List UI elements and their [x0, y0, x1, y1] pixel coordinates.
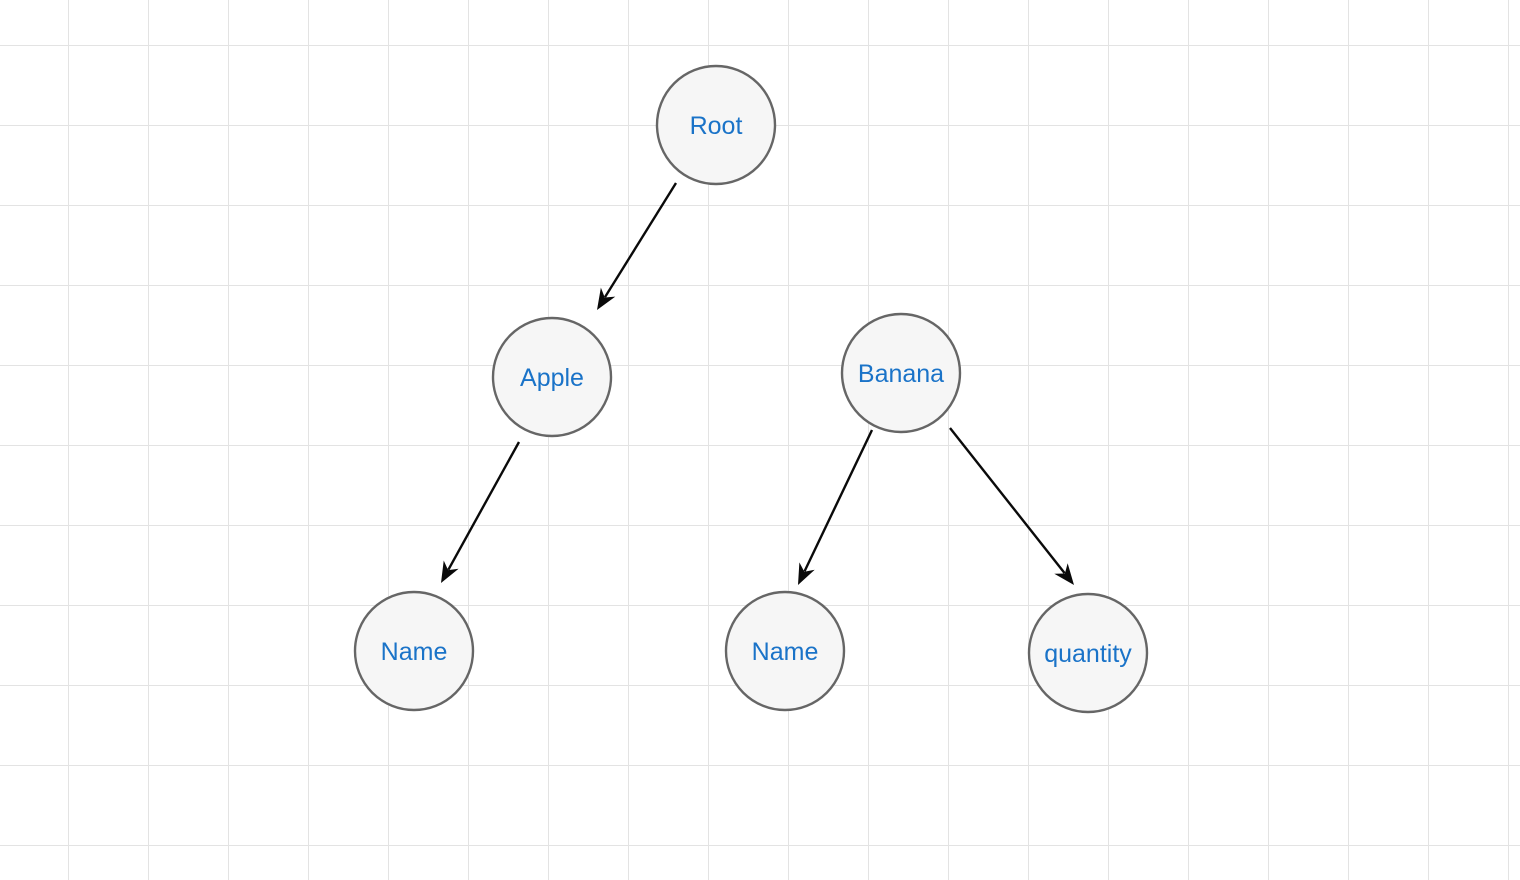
- node-quantity[interactable]: quantity: [1027, 592, 1149, 714]
- edge-line: [949, 427, 1066, 574]
- edge-line: [603, 182, 678, 298]
- node-circle[interactable]: [353, 590, 475, 712]
- edge-line: [447, 441, 521, 571]
- node-apple[interactable]: Apple: [491, 316, 613, 438]
- node-circle[interactable]: [655, 64, 777, 186]
- node-root[interactable]: Root: [655, 64, 777, 186]
- edge-arrowhead: [597, 287, 616, 310]
- node-name2[interactable]: Name: [724, 590, 846, 712]
- node-circle[interactable]: [491, 316, 613, 438]
- edge-line: [803, 429, 874, 572]
- node-label: Banana: [858, 360, 944, 388]
- node-circle[interactable]: [724, 590, 846, 712]
- edge-arrowhead: [441, 560, 459, 583]
- node-banana[interactable]: Banana: [840, 312, 962, 434]
- node-label: Name: [752, 638, 819, 666]
- node-label: Apple: [520, 364, 584, 392]
- node-label: quantity: [1044, 640, 1132, 668]
- node-name1[interactable]: Name: [353, 590, 475, 712]
- node-label: Name: [381, 638, 448, 666]
- edge-arrowhead: [798, 562, 815, 585]
- node-label: Root: [690, 112, 743, 140]
- edge-arrowhead: [1054, 563, 1074, 585]
- node-circle[interactable]: [840, 312, 962, 434]
- node-circle[interactable]: [1027, 592, 1149, 714]
- edges-layer: [441, 182, 1074, 585]
